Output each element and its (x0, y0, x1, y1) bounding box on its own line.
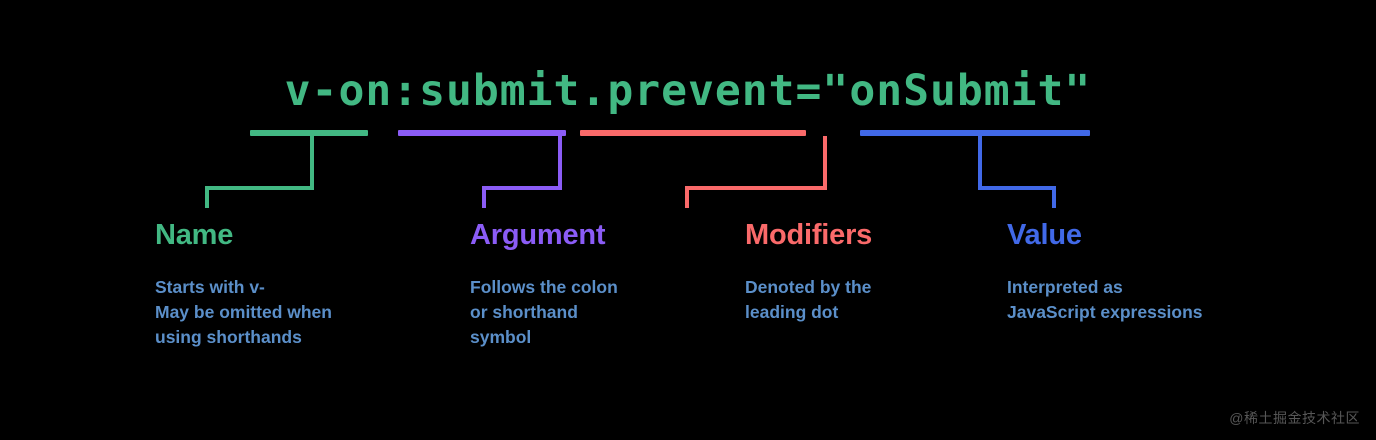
segment-heading-modifiers: Modifiers (745, 219, 873, 251)
directive-syntax-title: v-on:submit.prevent="onSubmit" (284, 66, 1092, 116)
connector-drop-argument (558, 136, 562, 190)
segment-description-value: Interpreted as JavaScript expressions (1007, 277, 1203, 322)
connector-drop-modifiers (823, 136, 827, 190)
connector-run-name (205, 186, 314, 190)
connector-run-value (978, 186, 1056, 190)
segment-heading-argument: Argument (470, 219, 606, 251)
segment-bar-name (250, 130, 368, 136)
connector-drop-name (310, 136, 314, 190)
segment-description-argument: Follows the colon or shorthand symbol (470, 277, 618, 347)
connector-leg-modifiers (685, 186, 689, 208)
connector-run-argument (482, 186, 562, 190)
connector-run-modifiers (685, 186, 827, 190)
segment-description-name: Starts with v- May be omitted when using… (155, 277, 332, 347)
watermark: @稀土掘金技术社区 (1229, 410, 1360, 426)
connector-leg-name (205, 186, 209, 208)
segment-bar-argument (398, 130, 566, 136)
segment-heading-value: Value (1007, 219, 1082, 251)
connector-leg-value (1052, 186, 1056, 208)
segment-description-modifiers: Denoted by the leading dot (745, 277, 872, 322)
segment-bar-modifiers (580, 130, 806, 136)
segment-heading-name: Name (155, 219, 234, 251)
segment-bar-value (860, 130, 1090, 136)
connector-leg-argument (482, 186, 486, 208)
connector-drop-value (978, 136, 982, 190)
